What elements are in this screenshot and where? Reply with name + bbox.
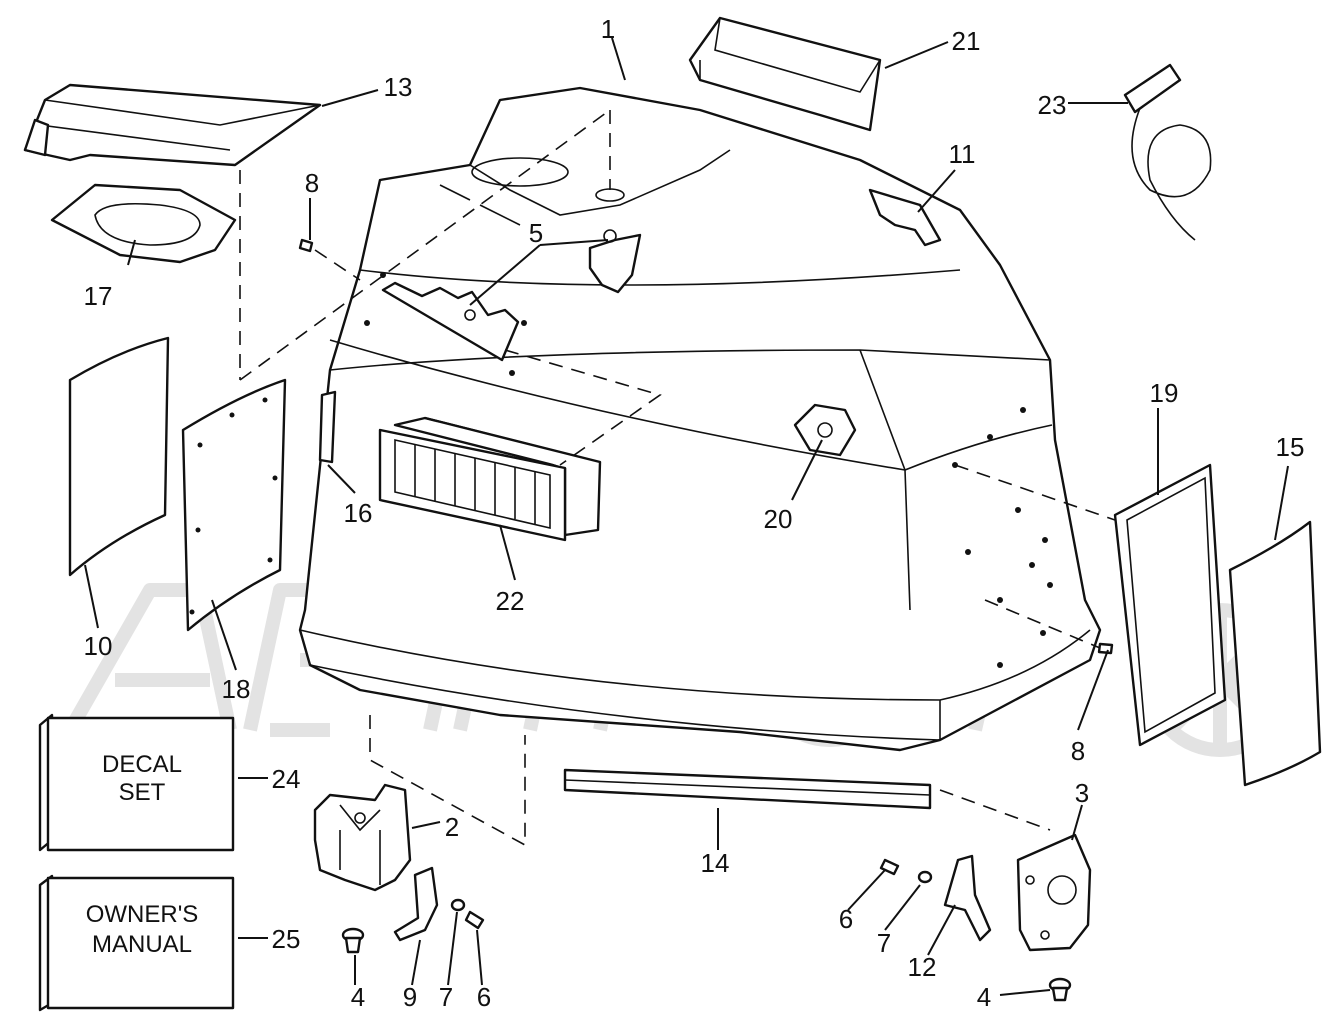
callout-6-left: 6 xyxy=(477,982,491,1012)
callout-25: 25 xyxy=(272,924,301,954)
callout-7-left: 7 xyxy=(439,982,453,1012)
callout-3: 3 xyxy=(1075,778,1089,808)
latch-bracket-2 xyxy=(313,783,412,892)
callout-labels: 1 2 3 4 4 5 6 6 7 7 8 8 9 10 11 12 13 14… xyxy=(84,14,1305,1012)
owners-manual-box: OWNER'S MANUAL xyxy=(38,874,235,1012)
latch-plate-3 xyxy=(1016,833,1092,952)
manual-label-line2: MANUAL xyxy=(92,931,192,958)
callout-4-right: 4 xyxy=(977,982,991,1012)
rear-cutout-bracket xyxy=(381,229,642,362)
leader-lines xyxy=(84,37,1289,996)
panel-18 xyxy=(181,378,287,632)
callout-10: 10 xyxy=(84,631,113,661)
assembly-lines xyxy=(239,109,1116,847)
vent-cap-21 xyxy=(688,16,882,132)
decal-label-line1: DECAL xyxy=(102,751,182,778)
callout-14: 14 xyxy=(701,848,730,878)
callout-8-top: 8 xyxy=(305,168,319,198)
trim-plate-20 xyxy=(793,403,857,457)
callout-1: 1 xyxy=(601,14,615,44)
callout-23: 23 xyxy=(1038,90,1067,120)
seal-strip-14 xyxy=(563,768,932,810)
side-frame-19 xyxy=(1113,463,1227,747)
clip-12 xyxy=(943,854,992,942)
callout-13: 13 xyxy=(384,72,413,102)
manual-label-line1: OWNER'S xyxy=(86,901,199,928)
side-panel-15 xyxy=(1228,520,1322,787)
gasket-17 xyxy=(50,183,237,264)
seal-strip-16 xyxy=(318,390,337,464)
cable-assembly-23 xyxy=(1123,63,1212,241)
callout-21: 21 xyxy=(952,26,981,56)
callout-4-left: 4 xyxy=(351,982,365,1012)
engine-cowl xyxy=(298,86,1102,752)
callout-22: 22 xyxy=(496,586,525,616)
clip-9 xyxy=(393,866,439,942)
panel-10 xyxy=(68,336,170,577)
callout-24: 24 xyxy=(272,764,301,794)
callout-20: 20 xyxy=(764,504,793,534)
callout-8-right: 8 xyxy=(1071,736,1085,766)
top-cover-13 xyxy=(23,83,322,167)
callout-19: 19 xyxy=(1150,378,1179,408)
decal-label-line2: SET xyxy=(119,779,166,806)
decal-set-box: DECAL SET xyxy=(38,713,235,852)
callout-9: 9 xyxy=(403,982,417,1012)
vent-grille xyxy=(378,416,602,542)
callout-16: 16 xyxy=(344,498,373,528)
fasteners xyxy=(298,238,1114,1002)
callout-11: 11 xyxy=(949,139,976,169)
callout-17: 17 xyxy=(84,281,113,311)
foam-pad-11 xyxy=(868,188,942,247)
callout-6-right: 6 xyxy=(839,904,853,934)
callout-2: 2 xyxy=(445,812,459,842)
callout-12: 12 xyxy=(908,952,937,982)
callout-7-right: 7 xyxy=(877,928,891,958)
callout-15: 15 xyxy=(1276,432,1305,462)
callout-18: 18 xyxy=(222,674,251,704)
callout-5: 5 xyxy=(529,218,543,248)
